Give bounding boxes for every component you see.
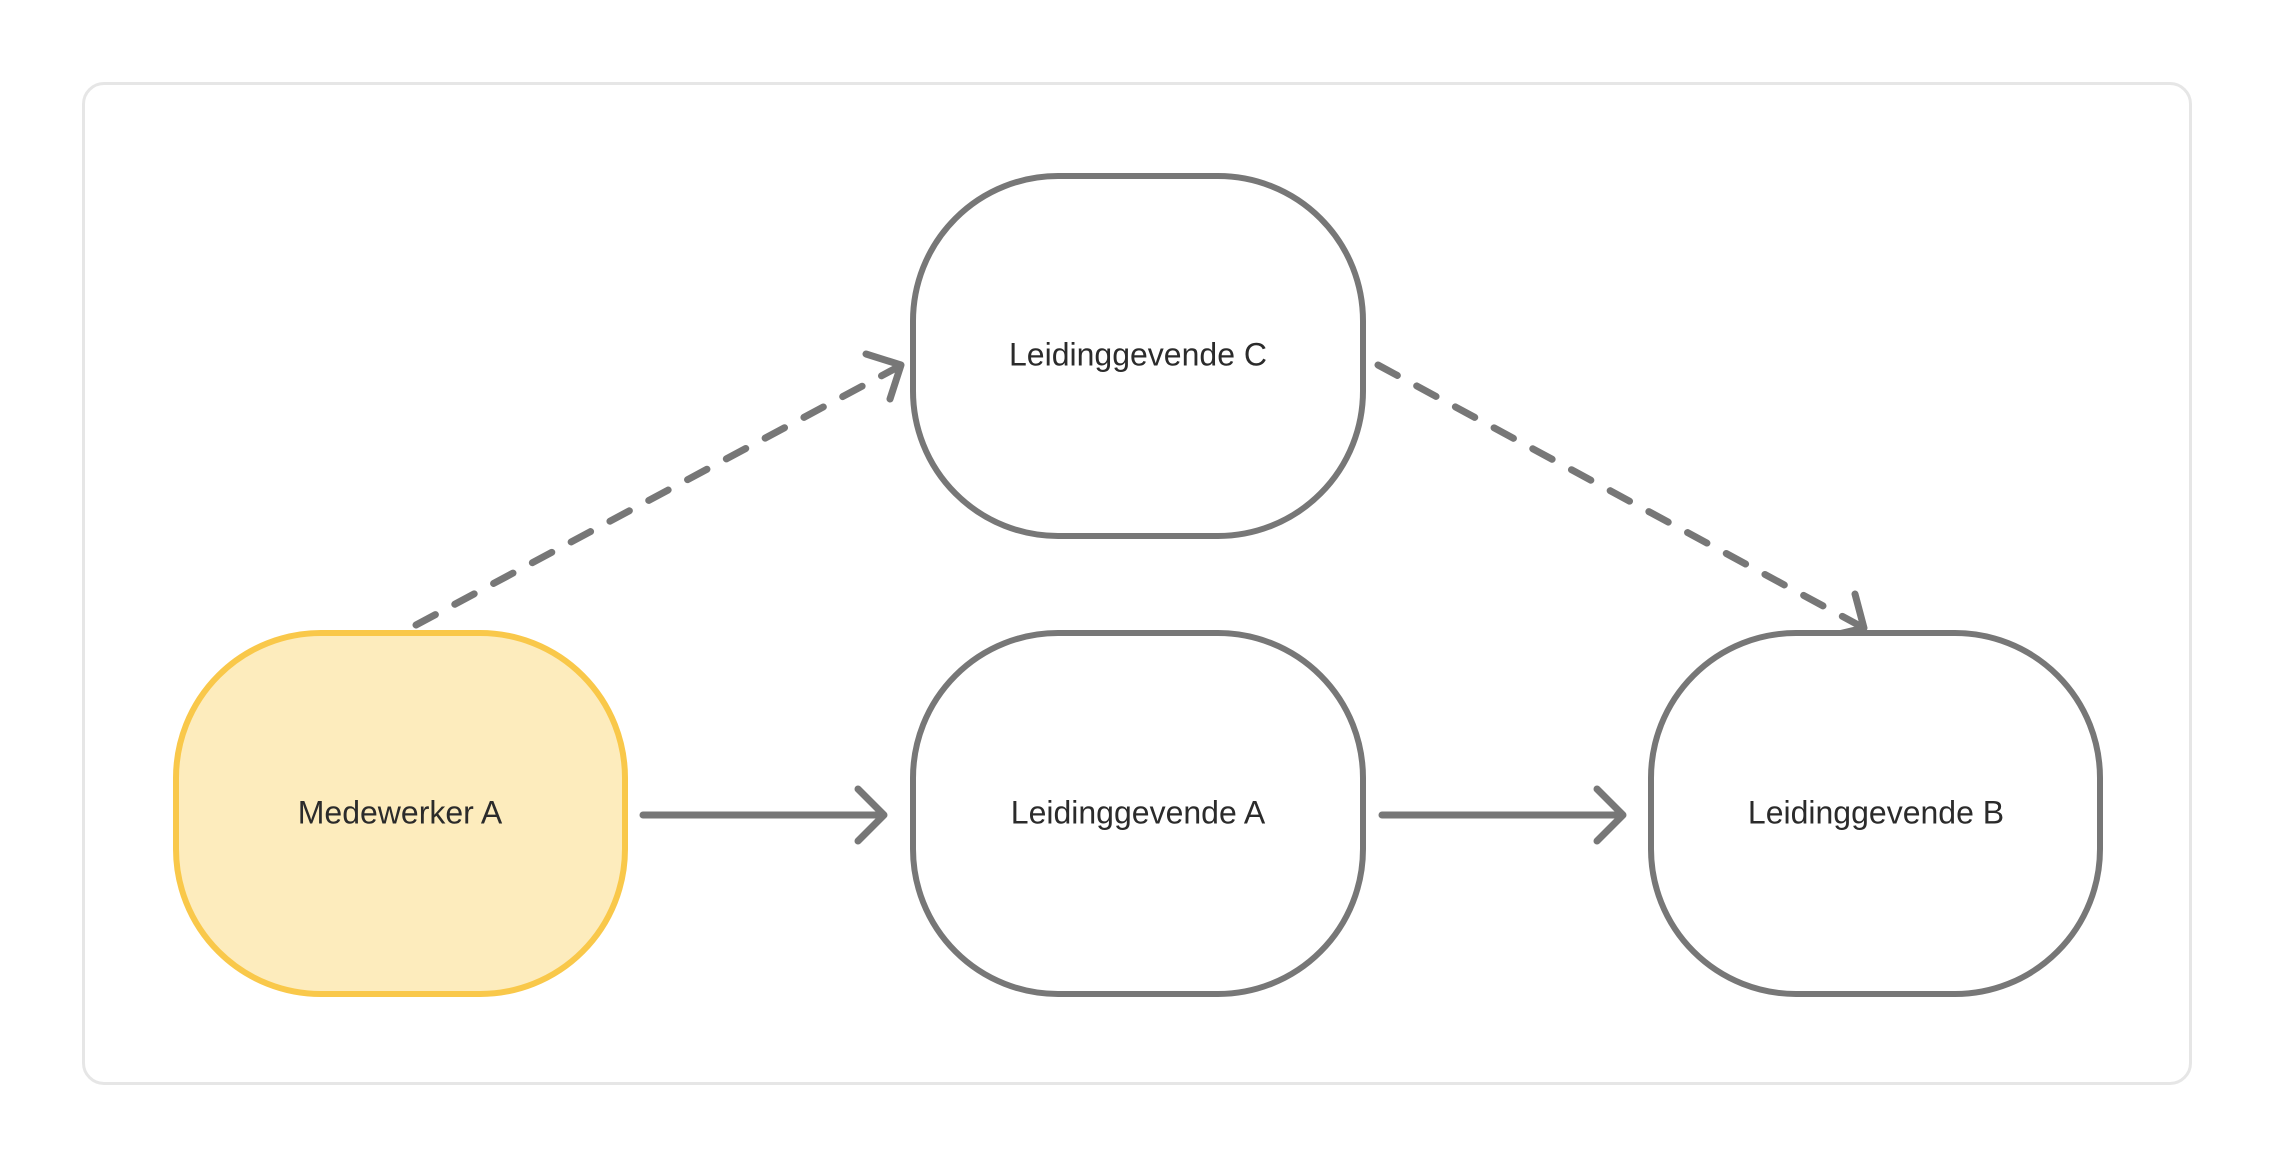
node-leidinggevende-c: Leidinggevende C — [910, 173, 1366, 539]
edge-leidinggevende-a-to-leidinggevende-b — [1378, 785, 1627, 845]
node-label-leidinggevende-a: Leidinggevende A — [1011, 794, 1266, 830]
edge-leidinggevende-c-to-leidinggevende-b — [1374, 361, 1868, 640]
diagram-nodes: Medewerker A Leidinggevende A Leidinggev… — [173, 173, 2103, 997]
node-label-leidinggevende-c: Leidinggevende C — [1009, 336, 1267, 372]
node-label-medewerker-a: Medewerker A — [298, 794, 503, 830]
node-leidinggevende-b: Leidinggevende B — [1648, 630, 2103, 997]
diagram-edges — [412, 350, 1868, 845]
node-label-leidinggevende-b: Leidinggevende B — [1748, 794, 2004, 830]
node-leidinggevende-a: Leidinggevende A — [910, 630, 1366, 997]
edge-medewerker-a-to-leidinggevende-c — [412, 350, 905, 629]
node-medewerker-a: Medewerker A — [173, 630, 628, 997]
edge-medewerker-a-to-leidinggevende-a — [639, 785, 888, 845]
